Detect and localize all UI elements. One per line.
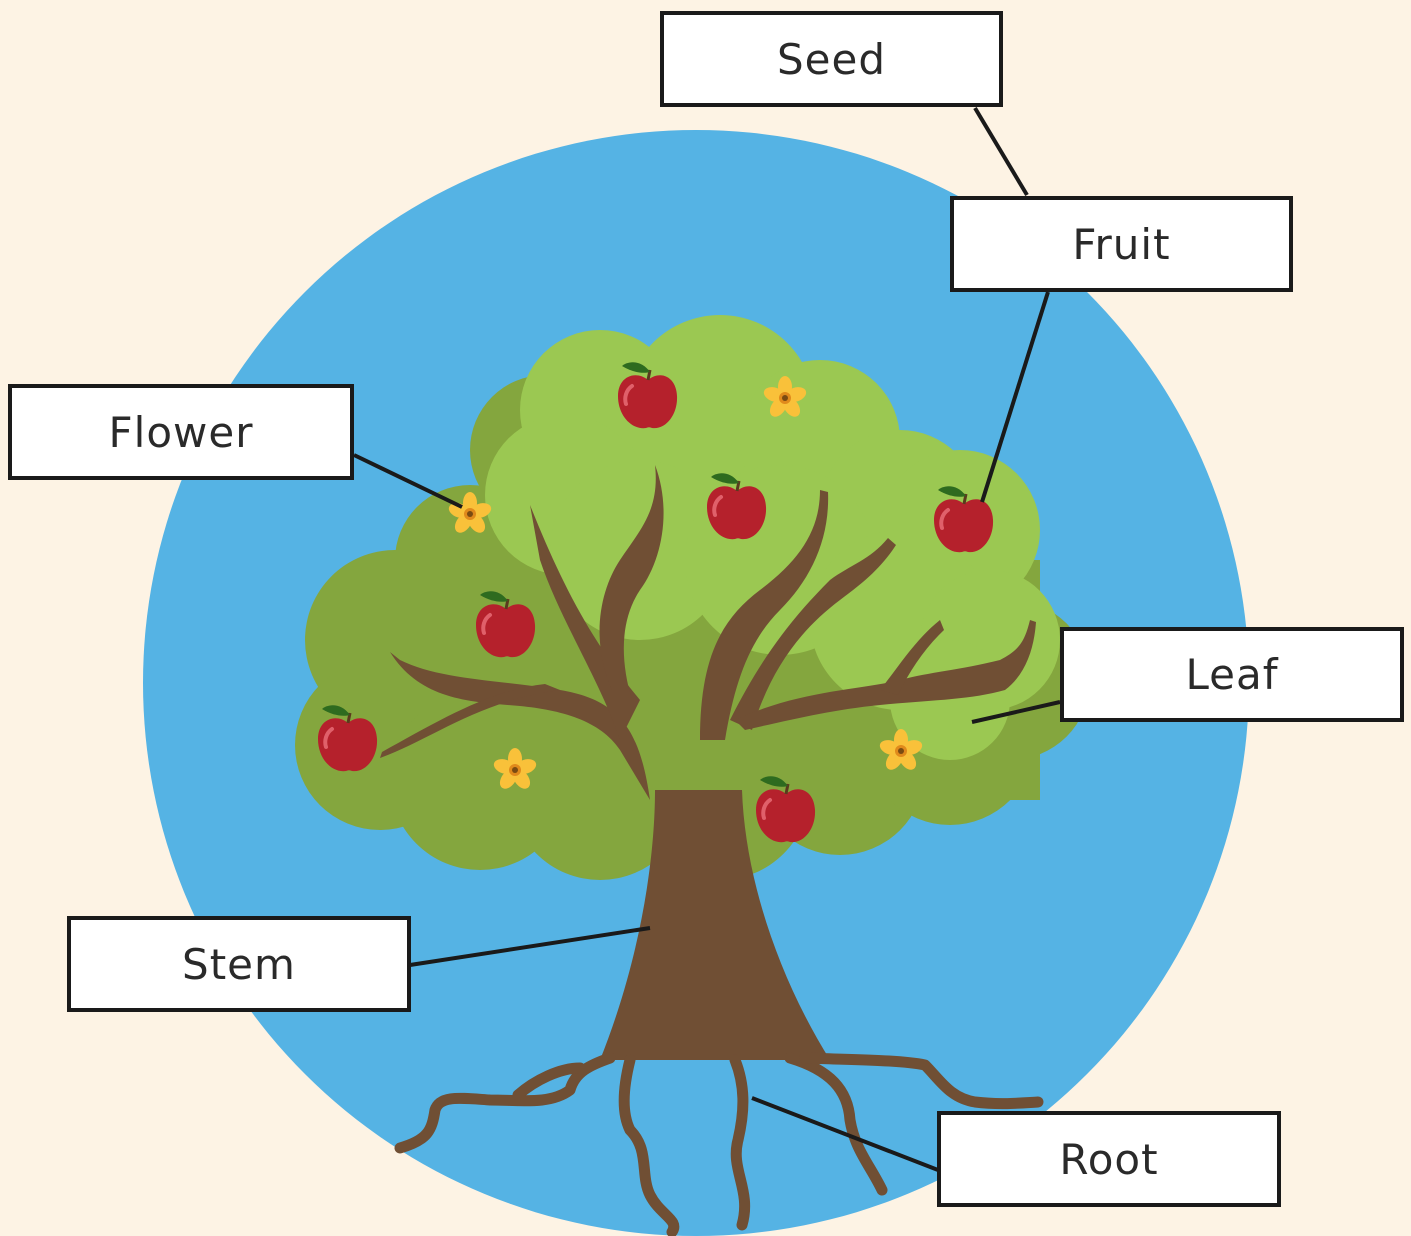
leaf-label: Leaf bbox=[1060, 627, 1404, 722]
seed-label-text: Seed bbox=[777, 35, 886, 84]
leaf-label-text: Leaf bbox=[1185, 650, 1278, 699]
seed-label: Seed bbox=[660, 11, 1003, 107]
stem-label-text: Stem bbox=[182, 940, 296, 989]
flower-label-text: Flower bbox=[109, 408, 254, 457]
fruit-label-text: Fruit bbox=[1072, 220, 1170, 269]
flower-label: Flower bbox=[8, 384, 354, 480]
fruit-label: Fruit bbox=[950, 196, 1293, 292]
stem-label: Stem bbox=[67, 916, 411, 1012]
seed-leader-line bbox=[975, 108, 1027, 195]
root-label-text: Root bbox=[1059, 1135, 1158, 1184]
root-label: Root bbox=[937, 1111, 1281, 1207]
